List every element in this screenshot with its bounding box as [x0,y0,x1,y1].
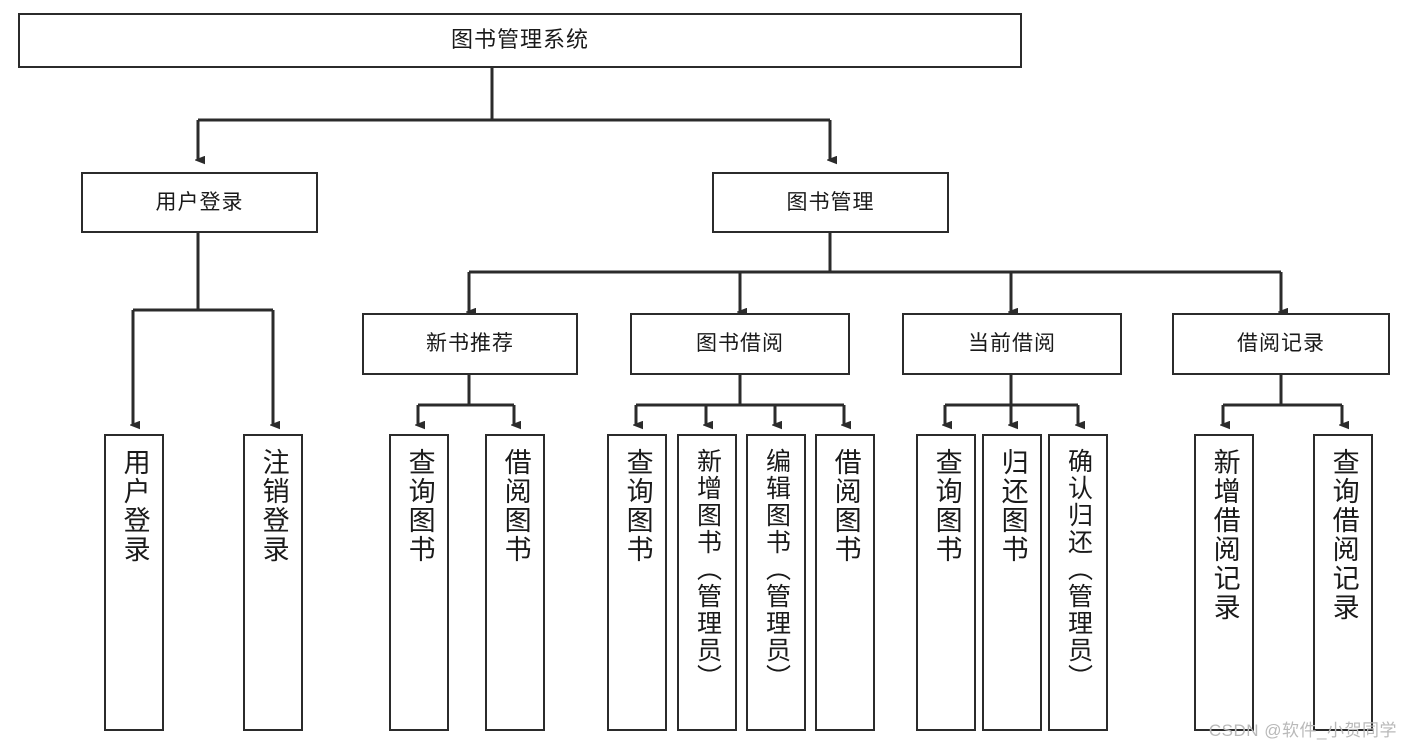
node-book-management[interactable]: 图书管理 [712,172,949,233]
leaf-label: 查询图书 [622,448,653,564]
leaf-current-return-book[interactable]: 归还图书 [982,434,1042,731]
leaf-label: 新增图书（管理员） [693,448,722,691]
leaf-label: 查询借阅记录 [1328,448,1359,622]
leaf-recommend-borrow-book[interactable]: 借阅图书 [485,434,545,731]
node-new-book-recommend[interactable]: 新书推荐 [362,313,578,375]
leaf-records-add-record[interactable]: 新增借阅记录 [1194,434,1254,731]
node-book-borrow[interactable]: 图书借阅 [630,313,850,375]
leaf-label: 借阅图书 [830,448,861,564]
leaf-label: 归还图书 [997,448,1028,564]
leaf-label: 注销登录 [258,448,289,564]
leaf-records-query-record[interactable]: 查询借阅记录 [1313,434,1373,731]
leaf-label: 编辑图书（管理员） [762,448,791,691]
leaf-label: 确认归还（管理员） [1064,448,1093,691]
leaf-label: 新增借阅记录 [1209,448,1240,622]
node-current-borrow[interactable]: 当前借阅 [902,313,1122,375]
leaf-current-query-book[interactable]: 查询图书 [916,434,976,731]
leaf-current-confirm-return[interactable]: 确认归还（管理员） [1048,434,1108,731]
leaf-borrow-edit-book[interactable]: 编辑图书（管理员） [746,434,806,731]
leaf-user-login-login[interactable]: 用户登录 [104,434,164,731]
leaf-label: 查询图书 [931,448,962,564]
leaf-label: 借阅图书 [500,448,531,564]
leaf-recommend-query-book[interactable]: 查询图书 [389,434,449,731]
leaf-user-login-logout[interactable]: 注销登录 [243,434,303,731]
leaf-borrow-borrow-book[interactable]: 借阅图书 [815,434,875,731]
leaf-label: 用户登录 [119,448,150,564]
leaf-borrow-add-book[interactable]: 新增图书（管理员） [677,434,737,731]
node-root[interactable]: 图书管理系统 [18,13,1022,68]
leaf-borrow-query-book[interactable]: 查询图书 [607,434,667,731]
node-borrow-records[interactable]: 借阅记录 [1172,313,1390,375]
watermark: CSDN @软件_小贺同学 [1208,721,1397,740]
node-user-login[interactable]: 用户登录 [81,172,318,233]
leaf-label: 查询图书 [404,448,435,564]
